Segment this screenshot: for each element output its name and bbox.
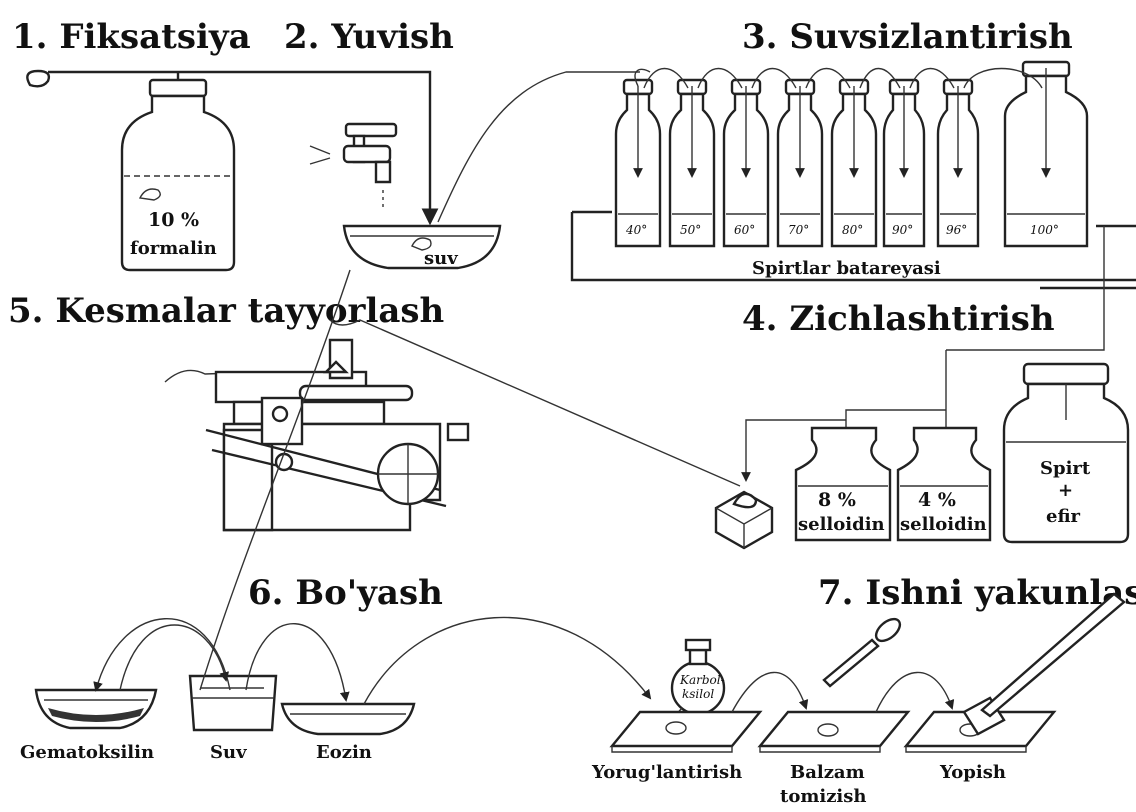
dish-label-eosin: Eozin [316,742,372,763]
alcohol-bottle: 90° [882,78,926,248]
transfer-arc [963,67,1043,89]
slide-label-balsam-1: Balzam [790,762,865,783]
transfer-arc [697,68,743,89]
transfer-arc [859,68,901,89]
slide-label-balsam-2: tomizish [780,786,866,807]
alcohol-concentration-label: 100° [1030,223,1059,237]
celloidin-4-label: selloidin [900,514,987,535]
alcohol-bottle: 70° [776,78,824,248]
slide-balsam [757,710,911,753]
water-label: suv [424,248,458,269]
step-title-embedding: 4. Zichlashtirish [742,299,1055,339]
celloidin-4pct-jar: 4 % selloidin [896,426,992,542]
bottle-label-1: Karbol- [679,673,725,687]
tissue-sample [26,69,51,88]
transfer-arc [751,68,797,89]
alcohol-concentration-label: 60° [734,223,755,237]
carbol-xylol-bottle: Karbol- ksilol [670,638,726,737]
arc-clearing-to-balsam [731,671,809,713]
microtome [164,338,470,532]
eosin-dish [280,702,416,736]
flow-line-to-staining [199,269,351,691]
formalin-percent: 10 % [148,209,199,231]
flow-line-washing-to-alcohol [437,71,640,223]
mix-label-2: efir [1046,506,1081,527]
alcohol-concentration-label: 50° [680,223,701,237]
alcohol-transfer-arcs [634,67,1043,89]
flow-line-to-embedding [946,226,1105,351]
arc-balsam-to-cover [875,671,955,713]
ether-alcohol-jar: Spirt + efir [1002,362,1130,544]
flow-line-fixation-to-washing [48,70,439,226]
hematoxylin-dish [34,688,158,730]
step-title-sectioning: 5. Kesmalar tayyorlash [8,291,444,331]
mix-plus: + [1058,480,1073,501]
step-title-finishing: 7. Ishni yakunlash [818,573,1136,613]
alcohol-bottle: 96° [936,78,980,248]
alcohol-concentration-label: 96° [946,223,967,237]
alcohol-bottle: 40° [614,78,662,248]
celloidin-8pct-jar: 8 % selloidin [794,426,892,542]
battery-rail [570,212,1136,282]
washing-bowl: suv [342,224,502,270]
slide-coverslip [903,592,1126,753]
celloidin-4-percent: 4 % [918,489,956,511]
step-title-dehydration: 3. Suvsizlantirish [742,17,1073,57]
transfer-arc [643,68,689,89]
bottle-label-2: ksilol [682,687,714,701]
arrow-to-block [741,419,846,482]
alcohol-bottles: 40° 50° 60° 70° 80° 90° 96° 100° [614,60,1089,248]
water-dish [188,674,278,732]
alcohol-bottle: 80° [830,78,878,248]
slide-label-clearing: Yorug'lantirish [591,762,742,783]
celloidin-8-percent: 8 % [818,489,856,511]
alcohol-concentration-label: 70° [788,223,809,237]
dish-label-hematoxylin: Gematoksilin [20,742,154,763]
arc-water-to-hematoxylin [93,618,231,692]
alcohol-concentration-label: 40° [625,223,647,237]
slide-label-cover: Yopish [939,762,1006,783]
battery-label: Spirtlar batareyasi [752,258,941,279]
alcohol-battery: Spirtlar batareyasi [570,210,1136,282]
step-title-staining: 6. Bo'yash [248,573,443,613]
celloidin-8-label: selloidin [798,514,885,535]
step-title-fixation: 1. Fiksatsiya [12,17,251,57]
alcohol-bottle: 50° [668,78,716,248]
water-tap [309,122,398,210]
transfer-arc [805,68,851,89]
step-title-washing: 2. Yuvish [284,17,454,57]
arc-hematoxylin-to-water [119,624,230,691]
alcohol-concentration-label: 90° [892,223,913,237]
alcohol-bottle: 100° [1003,60,1089,248]
pipette [822,617,902,688]
arc-eosin-to-clearing [363,616,652,705]
slide-clearing [609,710,763,753]
transfer-arc [634,68,651,87]
alcohol-concentration-label: 80° [842,223,863,237]
celloidin-block [714,490,774,550]
mix-label-1: Spirt [1040,458,1091,479]
arc-water-to-eosin [245,623,350,702]
formalin-label: formalin [130,238,217,259]
alcohol-bottle: 60° [722,78,770,248]
formalin-jar: 10 % formalin [120,78,236,272]
dish-label-water: Suv [210,742,247,763]
transfer-arc [909,68,955,89]
